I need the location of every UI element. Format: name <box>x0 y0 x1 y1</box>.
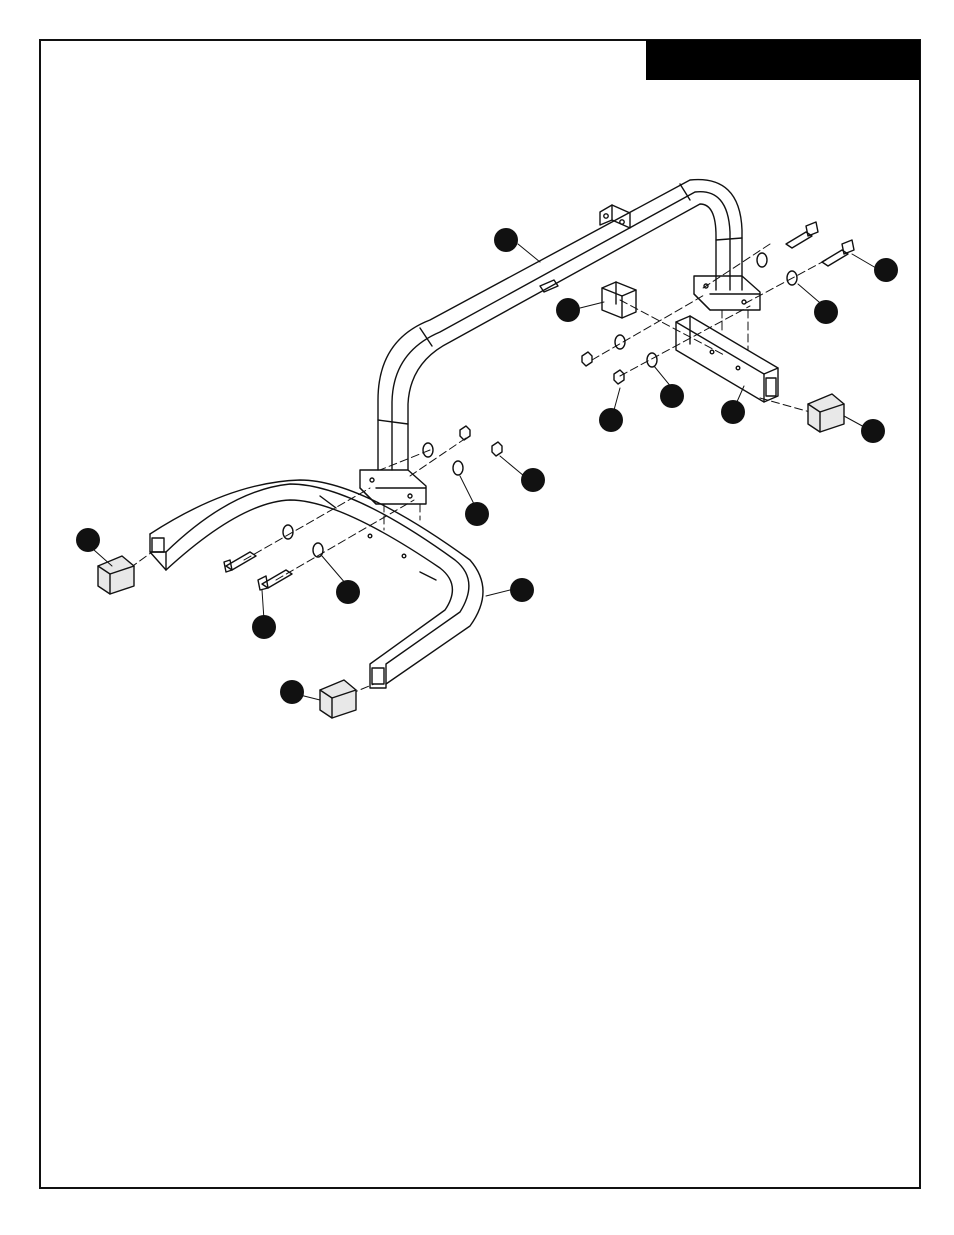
callout-end-cap-left <box>76 528 100 552</box>
washer-left-lower <box>453 461 463 475</box>
callout-end-cap-front <box>280 680 304 704</box>
callout-washer-left-lower <box>336 580 360 604</box>
callout-bolt-right-long <box>874 258 898 282</box>
washer-right-upper <box>757 253 767 267</box>
nut-center-upper <box>582 352 592 366</box>
callout-insert-block <box>556 298 580 322</box>
callout-rear-foot-tube <box>721 400 745 424</box>
callout-top-bar <box>494 228 518 252</box>
rear-foot-tube <box>676 316 778 402</box>
callout-nut-right <box>599 408 623 432</box>
end-cap-right <box>808 394 844 432</box>
callout-front-u-base <box>510 578 534 602</box>
end-cap-left <box>98 556 134 594</box>
bolt-right-lower <box>822 240 854 266</box>
callout-nut-left <box>521 468 545 492</box>
bolt-left-lower <box>258 570 292 590</box>
end-cap-front <box>320 680 356 718</box>
callout-washer-right-lower <box>660 384 684 408</box>
bolt-right-upper <box>786 222 818 248</box>
bolt-left-upper <box>224 552 256 572</box>
nut-left-upper <box>460 426 470 440</box>
insert-block <box>602 282 636 318</box>
callout-washer-left <box>465 502 489 526</box>
front-u-base <box>150 480 483 688</box>
nut-center-lower <box>614 370 624 384</box>
leader-lines <box>94 244 876 700</box>
callouts <box>76 228 898 704</box>
callout-washer-right <box>814 300 838 324</box>
callout-bolt-left <box>252 615 276 639</box>
header-box <box>646 40 920 80</box>
washer-left-upper <box>423 443 433 457</box>
nut-left-lower <box>492 442 502 456</box>
washer-center-lower <box>647 353 657 367</box>
washer-front-upper <box>283 525 293 539</box>
page-border <box>40 40 920 1188</box>
washer-front-lower <box>313 543 323 557</box>
callout-end-cap-right <box>861 419 885 443</box>
